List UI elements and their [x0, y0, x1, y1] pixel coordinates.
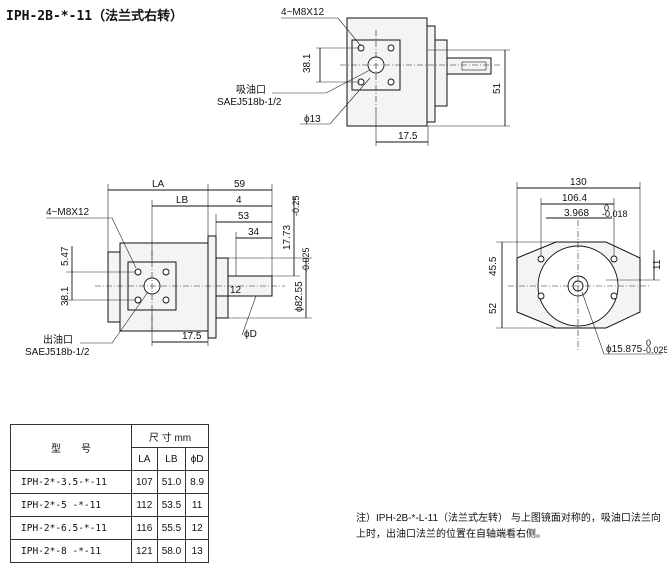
table-cell-model: IPH-2*-6.5-*-11	[10, 516, 132, 540]
side-dim-4-text: 4	[236, 195, 242, 206]
top-bolt-hole-2	[387, 44, 395, 52]
side-end-cap	[107, 251, 121, 323]
footnote: 注）IPH-2B-*-L-11（法兰式左转） 与上图镜面对称的，吸油口法兰向上时…	[356, 513, 661, 540]
top-dim-175-text: 17.5	[398, 131, 418, 142]
top-view: 4~M8X12 38.1 吸油口 SAEJ518b-1/2 ϕ13 51 17.…	[217, 7, 510, 146]
side-dim-1773-text: 17.73	[282, 225, 293, 250]
side-dim-381-text: 38.1	[60, 286, 71, 306]
side-phid-leader	[241, 295, 257, 336]
front-dim-52-text: 52	[488, 302, 499, 314]
table-row: IPH-2*-5 -*-11 112 53.5 11	[10, 493, 210, 517]
table-header-row: 型 号 尺 寸 mm	[10, 424, 210, 471]
table-cell-d: 8.9	[185, 470, 210, 494]
table-cell-model: IPH-2*-3.5-*-11	[10, 470, 132, 494]
side-dim-lb-text: LB	[176, 195, 189, 206]
table-cell-lb: 55.5	[156, 516, 187, 540]
top-inlet-spec: SAEJ518b-1/2	[217, 97, 282, 108]
side-bolt-label: 4~M8X12	[46, 207, 90, 218]
side-dim-175-text: 17.5	[182, 331, 202, 342]
table-cell-la: 121	[131, 539, 158, 563]
front-view: 130 106.4 3.968 -0.018 0 45.5 52 11 ϕ15.…	[488, 177, 667, 355]
top-dim-38-text: 38.1	[302, 53, 313, 73]
table-header-la: LA	[131, 447, 158, 471]
table-cell-model: IPH-2*-5 -*-11	[10, 493, 132, 517]
table-header-size: 尺 寸 mm	[130, 424, 210, 448]
table-cell-d: 11	[185, 493, 210, 517]
table-row: IPH-2*-3.5-*-11 107 51.0 8.9	[10, 470, 210, 494]
side-flange	[207, 235, 217, 339]
side-view: LA LB 59 4 53 34 17.73 -0.25 ϕ82.55 -0.0…	[25, 179, 312, 358]
front-dim-1064-text: 106.4	[562, 193, 587, 204]
drawing-canvas: IPH-2B-*-11（法兰式右转） 4~M8X12 38.1 吸油口 SAEJ…	[6, 7, 667, 358]
front-dim-phi15875: ϕ15.875	[606, 344, 643, 355]
dimension-table: 型 号 尺 寸 mm LA LB ϕD IPH-2*-3.5-*-11 107 …	[10, 424, 210, 563]
front-tol-phi15875-zero: 0	[646, 338, 651, 348]
table-cell-la: 116	[131, 516, 158, 540]
top-keyway	[461, 61, 487, 71]
side-dim-phid: ϕD	[244, 329, 257, 340]
table-row: IPH-2*-8 -*-11 121 58.0 13	[10, 539, 210, 563]
side-outlet-spec: SAEJ518b-1/2	[25, 347, 90, 358]
side-dim-34-text: 34	[248, 227, 260, 238]
front-tol-3968-zero: 0	[604, 203, 609, 213]
side-dim-la-text: LA	[152, 179, 165, 190]
side-outlet-leader	[80, 291, 149, 344]
front-bolt-hole-3	[537, 292, 545, 300]
side-bolt-hole-4	[162, 296, 170, 304]
table-cell-la: 112	[131, 493, 158, 517]
top-bolt-leader	[281, 17, 362, 47]
front-dim-130-text: 130	[570, 177, 587, 188]
top-bolt-label: 4~M8X12	[281, 7, 325, 18]
table-cell-d: 13	[185, 539, 210, 563]
table-header-lb: LB	[156, 447, 187, 471]
front-bolt-hole-4	[610, 292, 618, 300]
table-cell-lb: 53.5	[156, 493, 187, 517]
side-bolt-leader	[46, 217, 137, 269]
table-cell-model: IPH-2*-8 -*-11	[10, 539, 132, 563]
top-flange	[426, 25, 436, 123]
front-tol-3968: -0.018	[602, 209, 628, 219]
top-phi13-leader	[300, 77, 371, 125]
front-dim-3968-text: 3.968	[564, 208, 589, 219]
side-outlet-label: 出油口	[43, 333, 73, 346]
side-bolt-hole-2	[162, 268, 170, 276]
top-dim-phi13: ϕ13	[304, 114, 321, 125]
table-row: IPH-2*-6.5-*-11 116 55.5 12	[10, 516, 210, 540]
side-tol-8255: -0.025	[301, 247, 311, 273]
side-tol-1773: -0.25	[291, 195, 301, 216]
front-tol-phi15875: -0.025	[643, 345, 667, 355]
side-dim-53-text: 53	[238, 211, 250, 222]
top-dim-51-text: 51	[492, 82, 503, 94]
drawing-title: IPH-2B-*-11（法兰式右转）	[6, 8, 183, 24]
front-dim-11-text: 11	[652, 259, 663, 270]
side-dim-59-text: 59	[234, 179, 246, 190]
table-cell-lb: 58.0	[156, 539, 187, 563]
table-cell-d: 12	[185, 516, 210, 540]
top-inlet-leader	[272, 69, 371, 94]
table-header-model: 型 号	[10, 424, 132, 471]
front-bolt-hole-2	[610, 255, 618, 263]
table-subheader-row: LA LB ϕD	[11, 447, 210, 471]
side-pilot	[215, 257, 229, 319]
front-dim-455-text: 45.5	[488, 256, 499, 276]
side-dim-547-text: 5.47	[60, 246, 71, 266]
front-bolt-hole-1	[537, 255, 545, 263]
top-shaft	[446, 57, 492, 75]
table-header-d: ϕD	[185, 447, 210, 471]
side-dim-8255-text: ϕ82.55	[294, 281, 305, 312]
top-inlet-label: 吸油口	[236, 83, 266, 96]
top-bolt-hole-4	[387, 78, 395, 86]
front-phi15875-leader	[581, 291, 662, 355]
table-cell-lb: 51.0	[156, 470, 187, 494]
side-dim-12-text: 12	[230, 285, 242, 296]
table-cell-la: 107	[131, 470, 158, 494]
